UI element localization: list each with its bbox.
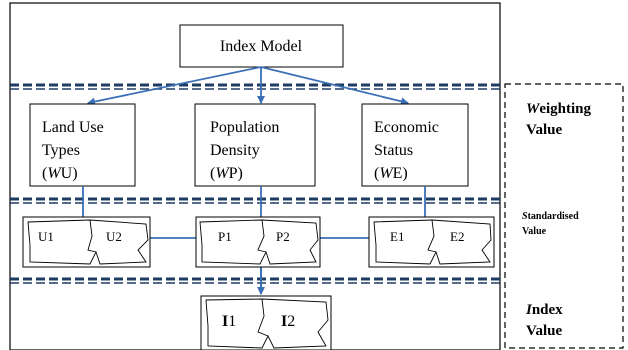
- map-index-left-label: I1: [222, 313, 236, 330]
- map-e-outline: [373, 219, 492, 265]
- outer-frame: [9, 2, 501, 350]
- population-code: (WP): [210, 165, 243, 182]
- map-index-divider: [257, 298, 269, 337]
- map-u-outline: [27, 219, 149, 265]
- map-p-outline: [199, 219, 319, 265]
- map-e: E1 E2: [368, 216, 495, 268]
- map-u-right-label: U2: [106, 229, 122, 244]
- arrow-to-economic: [260, 66, 409, 106]
- map-u-divider: [87, 219, 97, 253]
- land-use-line1: Land Use: [42, 119, 104, 136]
- weighting-label-line2: Value: [526, 122, 562, 138]
- arrow-to-land-use: [87, 66, 262, 106]
- map-p: P1 P2: [195, 216, 321, 268]
- population-box: [194, 103, 316, 187]
- population-line2: Density: [210, 142, 260, 159]
- map-index: I1 I2: [200, 295, 332, 350]
- map-e-left-label: E1: [390, 229, 404, 244]
- standardised-label-line1: Standardised: [522, 211, 579, 222]
- economic-box: [361, 103, 469, 187]
- land-use-line2: Types: [42, 142, 80, 159]
- weighting-label-line1: Weighting: [526, 101, 592, 117]
- map-p-divider: [257, 219, 267, 253]
- index-label-line1: Index: [525, 302, 563, 318]
- map-e-right-label: E2: [450, 229, 464, 244]
- standardised-label-line2: Value: [522, 226, 547, 237]
- map-index-right-label: I2: [281, 313, 295, 330]
- land-use-code: (WU): [42, 165, 78, 182]
- map-p-left-label: P1: [218, 229, 232, 244]
- economic-line2: Status: [374, 142, 413, 159]
- index-model-label: Index Model: [220, 38, 303, 55]
- map-e-divider: [427, 219, 437, 253]
- economic-line1: Economic: [374, 119, 439, 136]
- side-label-panel: [504, 83, 624, 349]
- population-line1: Population: [210, 119, 279, 136]
- map-p-right-label: P2: [276, 229, 290, 244]
- map-index-outline: [205, 298, 329, 349]
- index-label-line2: Value: [526, 323, 562, 339]
- map-u-left-label: U1: [38, 229, 54, 244]
- economic-code: (WE): [374, 165, 408, 182]
- map-u: U1 U2: [22, 216, 151, 268]
